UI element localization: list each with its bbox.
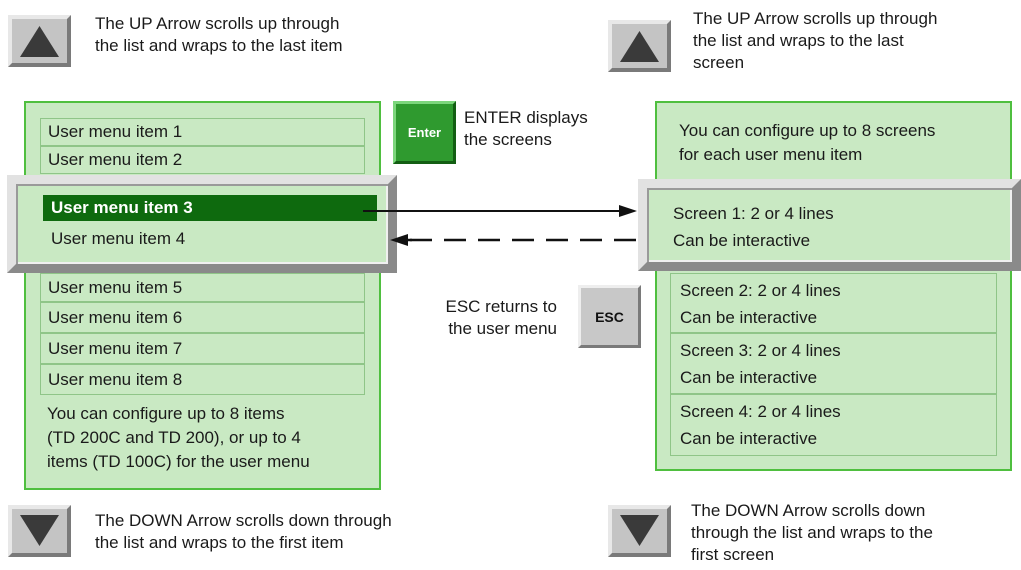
down-arrow-icon — [20, 515, 59, 546]
up-arrow-icon — [20, 26, 59, 57]
menu-item-7[interactable]: User menu item 7 — [40, 333, 365, 364]
menu-item-3-selected[interactable]: User menu item 3 — [43, 195, 377, 221]
down-arrow-right-caption: The DOWN Arrow scrolls down through the … — [691, 501, 933, 564]
menu-note: You can configure up to 8 items (TD 200C… — [47, 404, 310, 471]
screen-display-frame: Screen 1: 2 or 4 lines Can be interactiv… — [638, 179, 1021, 271]
enter-key[interactable]: Enter — [393, 101, 456, 164]
down-arrow-key-left[interactable] — [8, 505, 71, 557]
screen-2[interactable]: Screen 2: 2 or 4 lines Can be interactiv… — [670, 273, 997, 333]
screen-3[interactable]: Screen 3: 2 or 4 lines Can be interactiv… — [670, 333, 997, 394]
down-arrow-key-right[interactable] — [608, 505, 671, 557]
menu-item-8[interactable]: User menu item 8 — [40, 364, 365, 395]
esc-arrow-head — [390, 234, 408, 246]
enter-arrow-head — [619, 205, 637, 217]
enter-caption: ENTER displays the screens — [464, 108, 588, 149]
screens-note: You can configure up to 8 screens for ea… — [679, 121, 936, 164]
down-arrow-left-caption: The DOWN Arrow scrolls down through the … — [95, 511, 392, 552]
esc-caption: ESC returns to the user menu — [445, 297, 558, 338]
up-arrow-key-left[interactable] — [8, 15, 71, 67]
screen-4[interactable]: Screen 4: 2 or 4 lines Can be interactiv… — [670, 394, 997, 456]
down-arrow-icon — [620, 515, 659, 546]
up-arrow-left-caption: The UP Arrow scrolls up through the list… — [95, 14, 343, 55]
menu-item-5[interactable]: User menu item 5 — [40, 273, 365, 302]
menu-item-2[interactable]: User menu item 2 — [40, 146, 365, 174]
screen-1[interactable]: Screen 1: 2 or 4 lines Can be interactiv… — [673, 204, 834, 250]
up-arrow-right-caption: The UP Arrow scrolls up through the list… — [693, 9, 938, 72]
user-menu-panel: User menu item 1 User menu item 2 User m… — [24, 101, 381, 490]
user-menu-display-frame: User menu item 3 User menu item 4 — [7, 175, 397, 273]
navigation-arrows — [363, 205, 640, 246]
up-arrow-icon — [620, 31, 659, 62]
screens-panel: You can configure up to 8 screens for ea… — [655, 101, 1012, 471]
menu-item-4[interactable]: User menu item 4 — [51, 229, 186, 248]
esc-key[interactable]: ESC — [578, 285, 641, 348]
up-arrow-key-right[interactable] — [608, 20, 671, 72]
menu-item-1[interactable]: User menu item 1 — [40, 118, 365, 146]
menu-item-6[interactable]: User menu item 6 — [40, 302, 365, 333]
